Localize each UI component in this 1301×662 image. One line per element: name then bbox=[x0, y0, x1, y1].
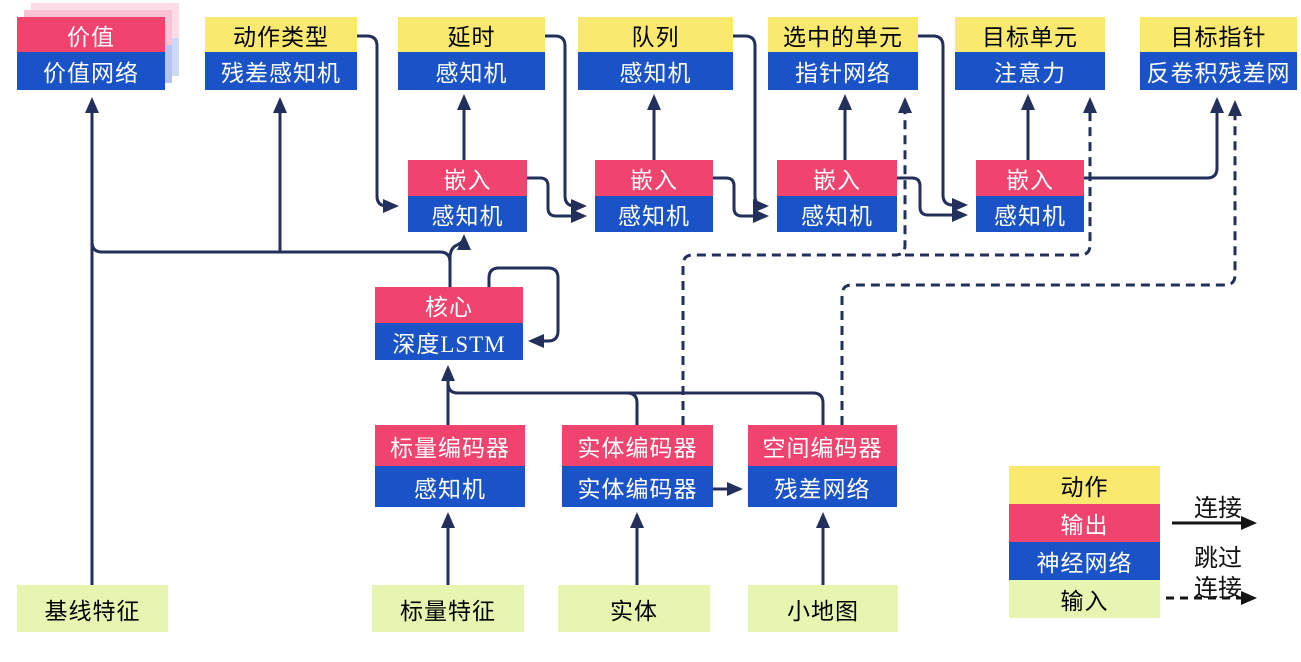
edge-queue-to-embed3 bbox=[733, 34, 769, 213]
node-core: 核心 深度LSTM bbox=[375, 287, 523, 360]
embedding-1-label: 嵌入 bbox=[408, 160, 527, 196]
legend-solid-label: 连接 bbox=[1194, 496, 1242, 522]
target-unit-network-label: 注意力 bbox=[955, 52, 1105, 90]
target-unit-label: 目标单元 bbox=[955, 17, 1105, 52]
edge-core-bus-left bbox=[90, 241, 452, 290]
action-type-label: 动作类型 bbox=[205, 17, 357, 52]
edge-embed1-to-embed2 bbox=[527, 176, 587, 223]
skip-entityenc-to-pointer bbox=[681, 97, 912, 425]
node-target-unit-head: 目标单元 注意力 bbox=[955, 17, 1105, 90]
skip-spatialenc-to-deconv bbox=[840, 100, 1242, 425]
node-queue-head: 队列 感知机 bbox=[578, 17, 733, 90]
edge-delay-to-embed2 bbox=[545, 34, 587, 213]
queue-label: 队列 bbox=[578, 17, 733, 52]
skip-entityenc-to-attention bbox=[905, 97, 1097, 257]
node-input-baseline-features: 基线特征 bbox=[17, 585, 168, 632]
embedding-1-network-label: 感知机 bbox=[408, 196, 527, 232]
baseline-features-label: 基线特征 bbox=[17, 585, 168, 632]
delay-network-label: 感知机 bbox=[398, 52, 545, 90]
node-embedding-1: 嵌入 感知机 bbox=[408, 160, 527, 232]
minimap-label: 小地图 bbox=[748, 585, 898, 632]
selected-units-network-label: 指针网络 bbox=[768, 52, 918, 90]
scalar-encoder-label: 标量编码器 bbox=[375, 425, 525, 466]
node-input-scalar-features: 标量特征 bbox=[372, 585, 524, 632]
delay-label: 延时 bbox=[398, 17, 545, 52]
node-value-head: 价值 价值网络 bbox=[17, 17, 165, 90]
edge-embed4-to-deconv bbox=[1084, 97, 1224, 180]
target-point-network-label: 反卷积残差网 bbox=[1140, 52, 1297, 90]
edge-actiontype-to-embed1 bbox=[357, 34, 399, 213]
node-action-type-head: 动作类型 残差感知机 bbox=[205, 17, 357, 90]
embedding-4-label: 嵌入 bbox=[976, 160, 1084, 196]
embedding-2-label: 嵌入 bbox=[595, 160, 713, 196]
edge-entityenc-join-bus bbox=[615, 391, 639, 425]
node-delay-head: 延时 感知机 bbox=[398, 17, 545, 90]
legend-output-row: 输出 bbox=[1009, 504, 1160, 542]
legend-input-row: 输入 bbox=[1009, 580, 1160, 618]
embedding-3-network-label: 感知机 bbox=[777, 196, 897, 232]
scalar-features-label: 标量特征 bbox=[372, 585, 524, 632]
legend-skip-label-line1: 跳过 bbox=[1194, 546, 1242, 572]
queue-network-label: 感知机 bbox=[578, 52, 733, 90]
embedding-3-label: 嵌入 bbox=[777, 160, 897, 196]
embedding-4-network-label: 感知机 bbox=[976, 196, 1084, 232]
node-embedding-2: 嵌入 感知机 bbox=[595, 160, 713, 232]
core-label: 核心 bbox=[375, 287, 523, 323]
node-scalar-encoder: 标量编码器 感知机 bbox=[375, 425, 525, 507]
target-point-label: 目标指针 bbox=[1140, 17, 1297, 52]
node-embedding-3: 嵌入 感知机 bbox=[777, 160, 897, 232]
legend-skip-label-line2: 连接 bbox=[1194, 576, 1242, 602]
node-spatial-encoder: 空间编码器 残差网络 bbox=[748, 425, 897, 507]
embedding-2-network-label: 感知机 bbox=[595, 196, 713, 232]
action-type-network-label: 残差感知机 bbox=[205, 52, 357, 90]
entities-label: 实体 bbox=[558, 585, 710, 632]
entity-encoder-network-label: 实体编码器 bbox=[562, 466, 713, 507]
scalar-encoder-network-label: 感知机 bbox=[375, 466, 525, 507]
node-embedding-4: 嵌入 感知机 bbox=[976, 160, 1084, 232]
node-input-minimap: 小地图 bbox=[748, 585, 898, 632]
edge-lstm-recurrent-loop bbox=[487, 266, 560, 348]
node-entity-encoder: 实体编码器 实体编码器 bbox=[562, 425, 713, 507]
spatial-encoder-network-label: 残差网络 bbox=[748, 466, 897, 507]
core-network-label: 深度LSTM bbox=[375, 323, 523, 360]
entity-encoder-label: 实体编码器 bbox=[562, 425, 713, 466]
value-network-label: 价值网络 bbox=[17, 52, 165, 90]
node-selected-units-head: 选中的单元 指针网络 bbox=[768, 17, 918, 90]
edge-core-to-embed1 bbox=[448, 234, 471, 290]
legend-color-key: 动作 输出 神经网络 输入 bbox=[1009, 466, 1160, 618]
value-output-label: 价值 bbox=[17, 17, 165, 52]
node-target-point-head: 目标指针 反卷积残差网 bbox=[1140, 17, 1297, 90]
spatial-encoder-label: 空间编码器 bbox=[748, 425, 897, 466]
selected-units-label: 选中的单元 bbox=[768, 17, 918, 52]
edge-embed3-to-embed4 bbox=[897, 176, 968, 222]
legend-action-row: 动作 bbox=[1009, 466, 1160, 504]
node-input-entities: 实体 bbox=[558, 585, 710, 632]
legend-network-row: 神经网络 bbox=[1009, 542, 1160, 580]
edge-embed2-to-embed3 bbox=[713, 176, 769, 223]
edge-selected-to-embed4 bbox=[918, 34, 968, 212]
